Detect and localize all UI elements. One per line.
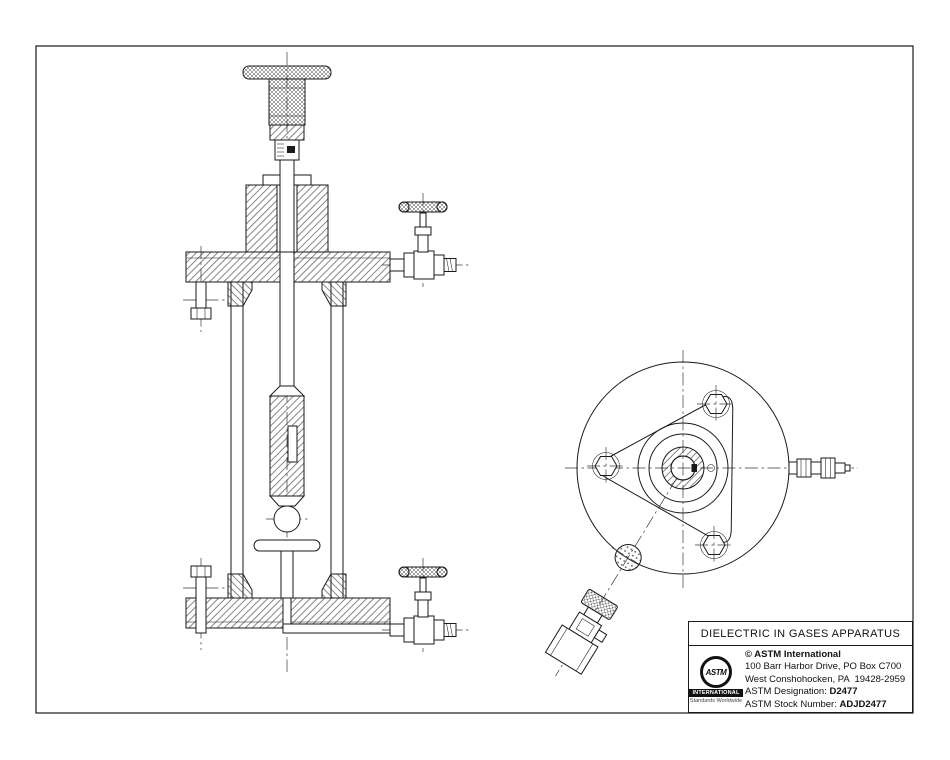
micrometer-head [242, 65, 332, 161]
astm-logo-circle: ASTM [700, 656, 732, 688]
knurled-thimble [268, 78, 306, 126]
flange-bolt-bottom [190, 565, 212, 634]
title-block: DIELECTRIC IN GASES APPARATUS ASTM INTER… [688, 621, 913, 713]
needle-valve-top [382, 193, 472, 287]
address-line-1: 100 Barr Harbor Drive, PO Box C700 [745, 661, 902, 673]
needle-valve-bottom [382, 558, 472, 652]
hex-bolt [695, 526, 733, 564]
ratchet-cap [242, 65, 332, 80]
astm-logo-acronym: ASTM [705, 667, 727, 677]
flange-bolt-top [190, 281, 212, 320]
astm-logo-banner: INTERNATIONAL [689, 689, 743, 697]
hex-bolt [697, 385, 735, 423]
micrometer-spindle [279, 159, 295, 253]
hex-bolt [587, 447, 625, 485]
stock-number-line: ASTM Stock Number: ADJD2477 [745, 698, 887, 710]
copyright-line: © ASTM International [745, 649, 841, 660]
address-line-2: West Conshohocken, PA 19428-2959 [745, 673, 906, 685]
top-view [544, 350, 858, 677]
ball-electrode [273, 505, 301, 533]
astm-logo-tagline: Standards Worldwide [689, 698, 743, 704]
gas-passage-vertical [282, 597, 292, 625]
electrode-rod [279, 251, 295, 393]
valve-base [544, 624, 599, 675]
valve-handle [398, 566, 448, 578]
sheet-border [35, 45, 914, 714]
key-slot [691, 464, 697, 472]
gas-passage-horizontal [282, 623, 391, 634]
valve-detail [544, 478, 678, 677]
astm-logo: ASTM INTERNATIONAL Standards Worldwide [689, 646, 743, 714]
side-section-view [183, 52, 472, 672]
cylinder-body [230, 281, 344, 599]
inlet-fitting [788, 457, 851, 479]
drawing-title: DIELECTRIC IN GASES APPARATUS [689, 622, 912, 646]
electrode-assembly [268, 385, 306, 533]
support-post [253, 539, 321, 599]
title-block-info: © ASTM International 100 Barr Harbor Dri… [743, 646, 912, 714]
designation-line: ASTM Designation: D2477 [745, 686, 858, 698]
valve-handle [398, 201, 448, 213]
knurled-knob-top [614, 544, 642, 572]
